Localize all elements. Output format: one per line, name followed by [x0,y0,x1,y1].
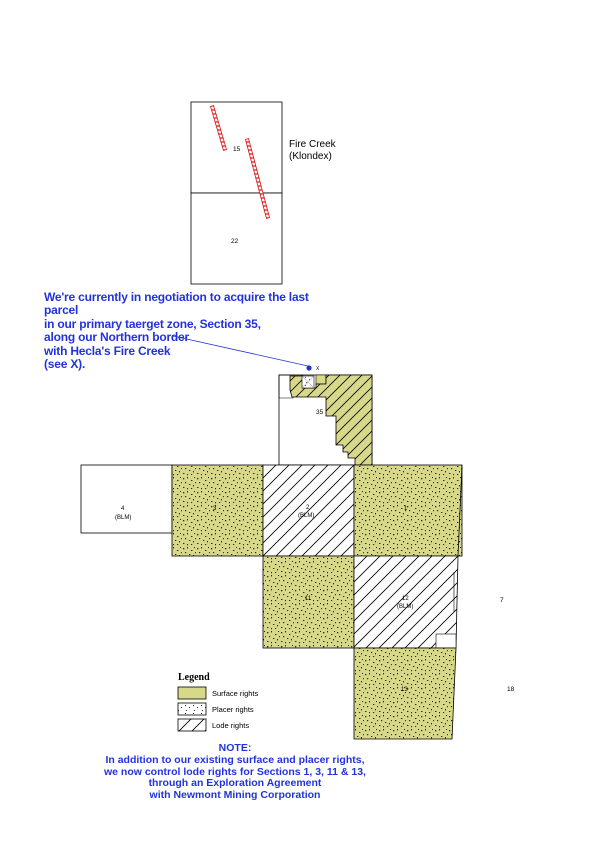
legend-lode-swatch [177,718,207,732]
section-2-label: 2 [306,505,310,511]
legend-title: Legend [178,672,210,683]
fire-creek-title: Fire Creek (Klondex) [289,139,336,162]
note-title: NOTE: [218,742,252,754]
section-1-label: 1 [404,506,408,512]
fire-creek-block [190,101,283,285]
section-11-parcel [262,555,355,649]
legend-placer-label: Placer rights [212,705,254,714]
vein-claim-north [210,104,227,152]
section-12-notch [435,633,457,649]
legend-lode-label: Lode rights [212,721,250,730]
legend-surface-label: Surface rights [212,689,259,698]
section-4-parcel [80,464,173,534]
vein-claim-south [245,137,270,220]
section-3-label: 3 [213,506,217,512]
lode-rights-note: NOTE: In addition to our existing surfac… [40,742,430,802]
x-marker-label: X [316,366,320,372]
section-13-parcel [353,647,457,740]
section-22-label: 22 [231,238,239,245]
section-11-label: 11 [305,596,312,602]
section-12-sublabel: (BLM) [397,604,414,610]
legend-surface-swatch [177,686,207,700]
section-15-label: 15 [233,146,241,153]
callout-leader-line [172,335,309,367]
section-18-label: 18 [507,686,515,693]
section-4-sublabel: (BLM) [115,515,132,521]
section-35-lode-parcel [289,374,373,466]
section-15-parcel [190,101,283,194]
callout-marker-dot [306,365,312,371]
section-2-sublabel: (BLM) [298,513,315,519]
section-12-label: 12 [402,596,409,602]
section-13-label: 13 [401,687,408,693]
section-4-label: 4 [121,506,125,512]
section-7-label: 7 [500,597,504,604]
section-35-label: 35 [316,409,324,416]
legend-placer-swatch [177,702,207,716]
section-3-parcel [171,464,264,557]
negotiation-callout: We're currently in negotiation to acquir… [44,290,309,372]
section-35 [278,374,373,466]
section-1-parcel [353,464,463,557]
